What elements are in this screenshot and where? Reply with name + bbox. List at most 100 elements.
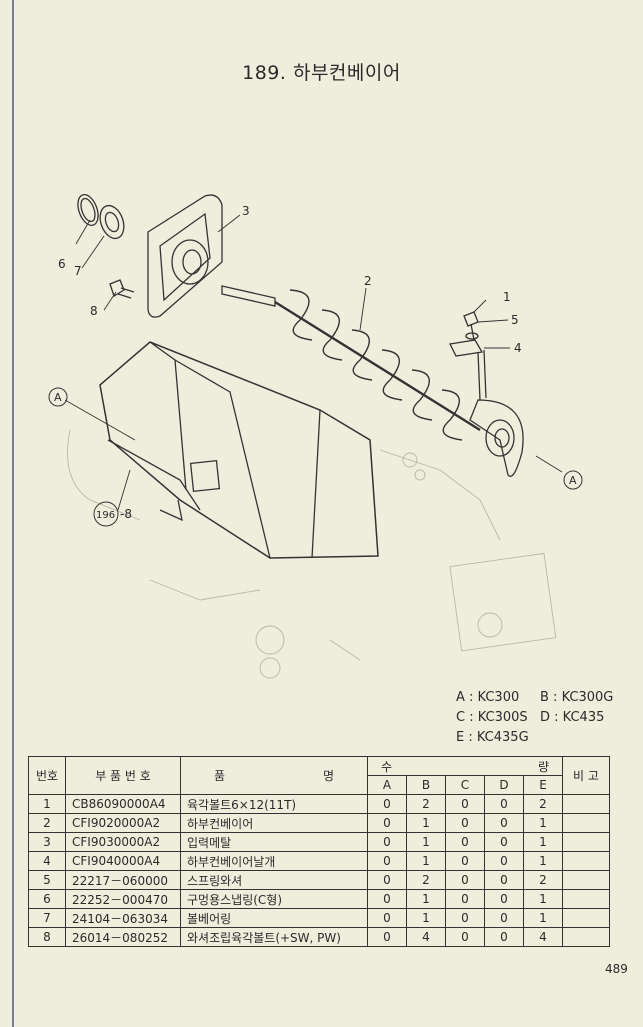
header-part-no: 부 품 번 호: [65, 756, 181, 795]
cell-qty-a: 0: [367, 870, 407, 890]
cell-qty-d: 0: [484, 927, 524, 947]
cell-qty-e: 1: [523, 832, 563, 852]
cell-part-no: CFI9020000A2: [65, 813, 181, 833]
model-d: D : KC435: [540, 710, 605, 725]
cell-qty-c: 0: [445, 870, 485, 890]
cell-qty-b: 2: [406, 794, 446, 814]
model-e: E : KC435G: [456, 730, 529, 745]
cell-qty-b: 2: [406, 870, 446, 890]
ref-a-left: A: [54, 391, 62, 404]
cell-part-no: 26014－080252: [65, 927, 181, 947]
cell-no: 1: [28, 794, 66, 814]
page-title: 189. 하부컨베이어: [242, 62, 401, 84]
ball-bearing-part-7: [99, 204, 125, 240]
callout-5: 5: [511, 313, 519, 327]
cell-qty-d: 0: [484, 870, 524, 890]
cell-qty-d: 0: [484, 908, 524, 928]
ghost-background-drawing: [67, 429, 557, 679]
ref-196: 196: [96, 510, 115, 521]
cell-remarks: [562, 889, 610, 909]
cell-qty-c: 0: [445, 832, 485, 852]
cell-qty-a: 0: [367, 813, 407, 833]
cell-qty-d: 0: [484, 889, 524, 909]
cell-no: 4: [28, 851, 66, 871]
ref-196-suffix: -8: [120, 507, 132, 521]
cell-name: 하부컨베이어날개: [180, 851, 368, 871]
cell-qty-e: 1: [523, 851, 563, 871]
callout-8: 8: [90, 304, 98, 318]
cell-qty-e: 1: [523, 908, 563, 928]
table-row: 3 CFI9030000A2 입력메탈 0 1 0 0 1: [28, 832, 610, 852]
table-row: 6 22252－000470 구멍용스냅링(C형) 0 1 0 0 1: [28, 889, 610, 909]
cell-name: 볼베어링: [180, 908, 368, 928]
cell-qty-a: 0: [367, 927, 407, 947]
header-col-b: B: [406, 775, 446, 795]
flange-bolt-part-8: [109, 279, 125, 297]
callout-7: 7: [74, 264, 82, 278]
cell-qty-c: 0: [445, 813, 485, 833]
table-row: 5 22217－060000 스프링와셔 0 2 0 0 2: [28, 870, 610, 890]
conveyor-blade-part-4: [469, 399, 524, 477]
cell-qty-a: 0: [367, 851, 407, 871]
cell-qty-e: 2: [523, 794, 563, 814]
cell-name: 입력메탈: [180, 832, 368, 852]
hex-bolt-part-1: [463, 311, 479, 327]
cell-qty-e: 1: [523, 813, 563, 833]
header-remarks: 비 고: [562, 756, 610, 795]
cell-part-no: CB86090000A4: [65, 794, 181, 814]
table-row: 2 CFI9020000A2 하부컨베이어 0 1 0 0 1: [28, 813, 610, 833]
cell-remarks: [562, 870, 610, 890]
header-name-left: 품: [214, 769, 226, 783]
header-col-c: C: [445, 775, 485, 795]
exploded-parts-diagram: 1 2 3 4 5 6 7 8 A A 196 -8: [48, 194, 583, 679]
header-col-e: E: [523, 775, 563, 795]
model-c: C : KC300S: [456, 710, 528, 725]
cell-qty-a: 0: [367, 832, 407, 852]
cell-qty-c: 0: [445, 794, 485, 814]
cell-name: 하부컨베이어: [180, 813, 368, 833]
reference-circle-196: [93, 501, 119, 527]
cell-no: 7: [28, 908, 66, 928]
cell-qty-d: 0: [484, 851, 524, 871]
cell-remarks: [562, 794, 610, 814]
spring-washer-part-5: [465, 332, 479, 340]
callout-2: 2: [364, 274, 372, 288]
cell-part-no: 22217－060000: [65, 870, 181, 890]
header-col-d: D: [484, 775, 524, 795]
table-row: 1 CB86090000A4 육각볼트6×12(11T) 0 2 0 0 2: [28, 794, 610, 814]
cell-qty-d: 0: [484, 813, 524, 833]
header-col-a: A: [367, 775, 407, 795]
cell-qty-b: 1: [406, 813, 446, 833]
cell-part-no: 22252－000470: [65, 889, 181, 909]
cell-name: 스프링와셔: [180, 870, 368, 890]
cell-part-no: CFI9030000A2: [65, 832, 181, 852]
cell-name: 육각볼트6×12(11T): [180, 794, 368, 814]
reference-circle-a-right: [563, 470, 583, 490]
cell-qty-e: 2: [523, 870, 563, 890]
callout-1: 1: [503, 290, 511, 304]
hopper-housing: [99, 341, 379, 559]
cell-qty-a: 0: [367, 889, 407, 909]
callout-4: 4: [514, 341, 522, 355]
header-qty-right: 량: [537, 759, 549, 774]
reference-circle-a-left: [48, 387, 68, 407]
page-border-line: [12, 0, 14, 1027]
model-b: B : KC300G: [540, 690, 614, 705]
cell-remarks: [562, 927, 610, 947]
header-qty: 수 량: [367, 756, 563, 776]
header-name: 품 명: [180, 756, 368, 795]
cell-qty-b: 1: [406, 889, 446, 909]
cell-name: 와셔조립육각볼트(+SW, PW): [180, 927, 368, 947]
cell-no: 5: [28, 870, 66, 890]
callout-6: 6: [58, 257, 66, 271]
cell-name: 구멍용스냅링(C형): [180, 889, 368, 909]
table-row: 4 CFI9040000A4 하부컨베이어날개 0 1 0 0 1: [28, 851, 610, 871]
cell-remarks: [562, 832, 610, 852]
header-qty-left: 수: [381, 759, 393, 774]
cell-qty-e: 1: [523, 889, 563, 909]
cell-no: 6: [28, 889, 66, 909]
callout-3: 3: [242, 204, 250, 218]
cell-qty-b: 1: [406, 832, 446, 852]
cell-qty-e: 4: [523, 927, 563, 947]
